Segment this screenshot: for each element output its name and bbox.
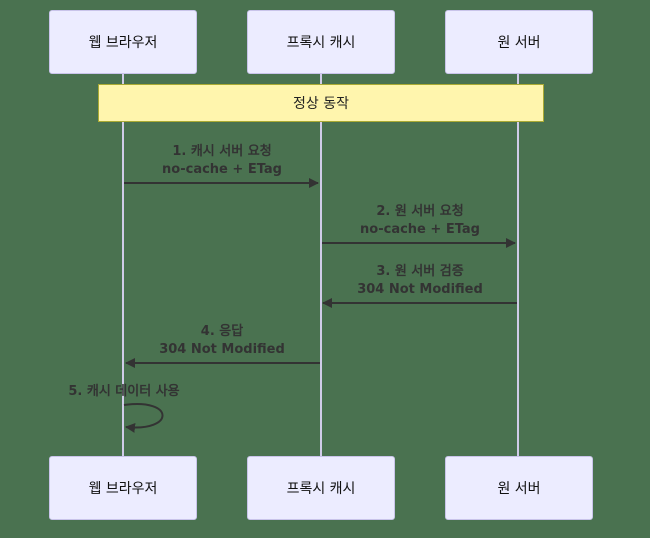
message-3-label: 3. 원 서버 검증 304 Not Modified [322,263,518,299]
lifeline-proxy [320,74,322,456]
message-1-line2: no-cache + ETag [162,162,282,177]
message-4-line1: 4. 응답 [200,324,244,339]
actor-label: 웹 브라우저 [88,481,158,497]
actor-browser-bottom: 웹 브라우저 [49,456,197,520]
actor-proxy-top: 프록시 캐시 [247,10,395,74]
lifeline-origin [517,74,519,456]
actor-browser-top: 웹 브라우저 [49,10,197,74]
actor-label: 원 서버 [497,35,541,51]
actor-label: 프록시 캐시 [286,35,356,51]
actor-label: 프록시 캐시 [286,481,356,497]
message-5-label: 5. 캐시 데이터 사용 [44,383,204,401]
message-2-line1: 2. 원 서버 요청 [376,204,464,219]
message-4-line2: 304 Not Modified [159,342,285,357]
note-normal-operation: 정상 동작 [98,84,544,122]
message-2-label: 2. 원 서버 요청 no-cache + ETag [322,203,518,239]
message-3-line2: 304 Not Modified [357,282,483,297]
note-label: 정상 동작 [293,96,349,112]
actor-label: 원 서버 [497,481,541,497]
message-4-label: 4. 응답 304 Not Modified [124,323,320,359]
actor-proxy-bottom: 프록시 캐시 [247,456,395,520]
message-3-line1: 3. 원 서버 검증 [376,264,464,279]
actor-label: 웹 브라우저 [88,35,158,51]
message-1-label: 1. 캐시 서버 요청 no-cache + ETag [124,143,320,179]
arrow-5-self [123,403,164,433]
lifeline-browser [122,74,124,456]
actor-origin-top: 원 서버 [445,10,593,74]
message-2-line2: no-cache + ETag [360,222,480,237]
message-5-line1: 5. 캐시 데이터 사용 [68,384,180,399]
message-1-line1: 1. 캐시 서버 요청 [172,144,272,159]
actor-origin-bottom: 원 서버 [445,456,593,520]
